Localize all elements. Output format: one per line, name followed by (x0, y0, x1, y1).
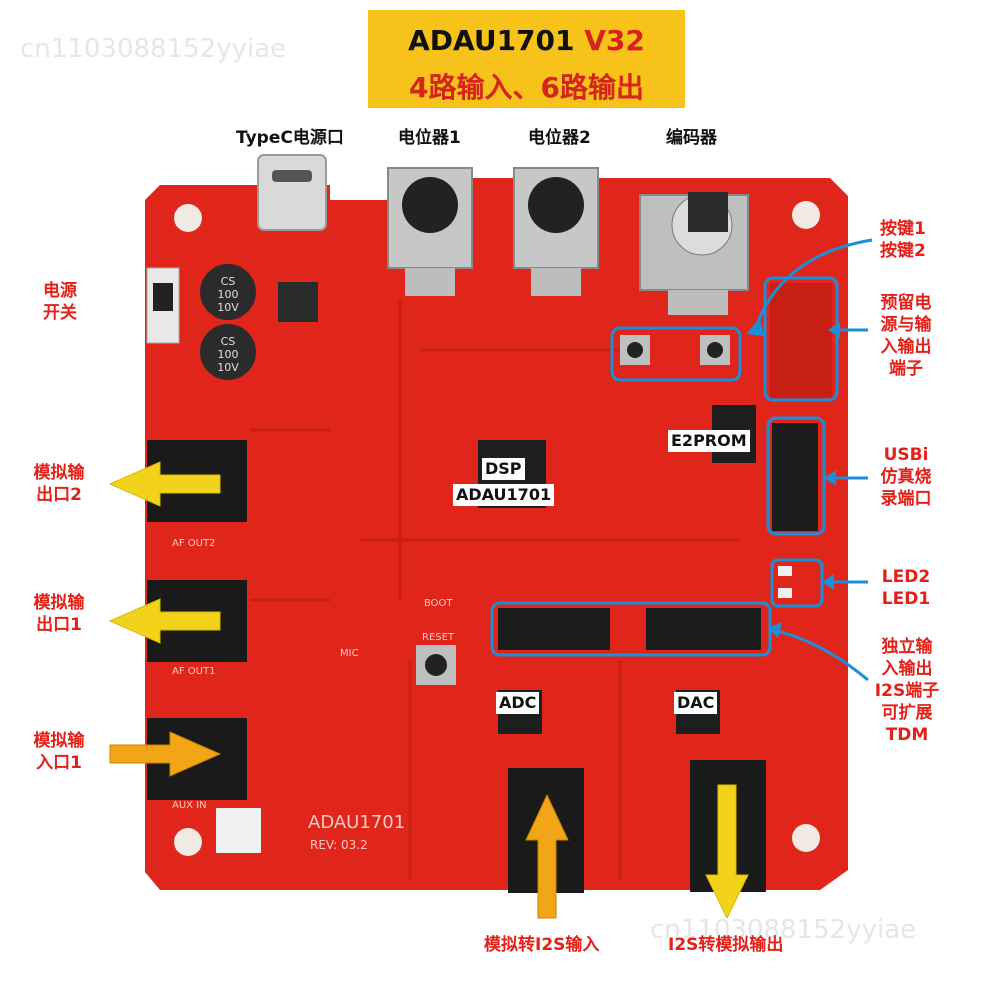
capacitor-2 (200, 324, 256, 380)
capacitor-1 (200, 264, 256, 320)
label-analog-in1-line-2: 入口1 (36, 753, 82, 773)
label-i2s-line-5: TDM (885, 725, 929, 745)
title-line-1: ADAU1701 V32 (368, 24, 685, 57)
highlight-leds (770, 558, 824, 608)
label-power-switch-line-2: 开关 (43, 303, 77, 323)
i2s-adc-header (498, 608, 610, 650)
watermark-top-left: cn1103088152yyiae (20, 34, 287, 64)
label-reserved-power-line-3: 入输出 (880, 337, 932, 357)
leader-buttons (753, 238, 873, 331)
mount-hole-br (792, 824, 820, 852)
led-2 (778, 566, 792, 576)
label-analog-out1: 模拟输 出口1 (24, 592, 94, 636)
label-reserved-power-line-4: 端子 (889, 359, 923, 379)
label-analog-out2-line-1: 模拟输 (33, 463, 85, 483)
silk-boot: BOOT (424, 598, 453, 609)
svg-text:10V: 10V (217, 361, 239, 374)
label-buttons-line-1: 按键1 (880, 219, 926, 239)
label-usbi: USBi 仿真烧 录端口 (870, 444, 942, 510)
highlight-usbi (766, 416, 826, 536)
label-reserved-power: 预留电 源与输 入输出 端子 (870, 292, 942, 380)
label-analog-in1: 模拟输 入口1 (24, 730, 94, 774)
label-leds: LED2 LED1 (870, 566, 942, 610)
label-buttons: 按键1 按键2 (880, 218, 926, 262)
label-i2s-line-1: 独立输 (881, 637, 933, 657)
leader-i2s (771, 628, 869, 682)
label-analog-out1-line-1: 模拟输 (33, 593, 85, 613)
label-i2s-line-2: 入输出 (881, 659, 933, 679)
label-analog-out2: 模拟输 出口2 (24, 462, 94, 506)
label-adau1701: ADAU1701 (453, 484, 555, 506)
qr-code (216, 808, 261, 853)
svg-text:CS: CS (221, 335, 236, 348)
label-usbi-line-2: 仿真烧 (880, 467, 932, 487)
highlight-reserved (763, 276, 839, 402)
label-analog-out2-line-2: 出口2 (36, 485, 82, 505)
label-reserved-power-line-1: 预留电 (880, 293, 932, 313)
svg-text:100: 100 (218, 348, 239, 361)
label-i2s: 独立输 入输出 I2S端子 可扩展 TDM (862, 636, 952, 746)
label-reserved-power-line-2: 源与输 (880, 315, 932, 335)
arrow-out1 (108, 598, 221, 644)
silk-aux-in: AUX IN (172, 800, 207, 811)
silk-board-name: ADAU1701 (308, 812, 406, 833)
label-pot1: 电位器1 (398, 128, 461, 148)
label-power-switch: 电源 开关 (30, 280, 90, 324)
label-buttons-line-2: 按键2 (880, 241, 926, 261)
silk-af-out1: AF OUT1 (172, 666, 216, 677)
title-subtitle: 4路输入、6路输出 (409, 71, 644, 104)
label-e2prom: E2PROM (668, 430, 750, 452)
title-chip: ADAU1701 (408, 24, 575, 57)
arrow-adc-in (525, 793, 569, 919)
label-usbi-line-3: 录端口 (880, 489, 932, 509)
silk-mic: MIC (340, 648, 359, 659)
label-analog-in1-line-1: 模拟输 (33, 731, 85, 751)
arrow-out2 (108, 461, 221, 507)
arrow-in1 (109, 731, 222, 777)
svg-text:10V: 10V (217, 301, 239, 314)
label-encoder: 编码器 (666, 128, 717, 148)
label-adc: ADC (496, 692, 540, 714)
label-power-switch-line-1: 电源 (43, 281, 77, 301)
label-pot2: 电位器2 (528, 128, 591, 148)
typec-connector (257, 154, 327, 231)
title-banner: ADAU1701 V32 4路输入、6路输出 (368, 10, 685, 108)
label-i2s-line-4: 可扩展 (881, 703, 933, 723)
label-dsp: DSP (482, 458, 525, 480)
usbi-header (772, 423, 818, 531)
label-leds-line-2: LED1 (881, 589, 931, 609)
mount-hole-tr (792, 201, 820, 229)
cap1-text-1: CS (221, 275, 236, 288)
pcb-board (145, 178, 848, 890)
silk-reset: RESET (422, 632, 455, 643)
led-1 (778, 588, 792, 598)
title-version: V32 (584, 24, 645, 57)
silk-rev: REV: 03.2 (310, 838, 368, 852)
mount-hole-bl (174, 828, 202, 856)
label-dac-out: I2S转模拟输出 (668, 935, 784, 955)
label-typec: TypeC电源口 (236, 128, 344, 148)
arrow-dac-out (705, 784, 749, 920)
i2s-dac-header (646, 608, 761, 650)
label-i2s-line-3: I2S端子 (874, 681, 940, 701)
label-leds-line-1: LED2 (881, 567, 931, 587)
watermark-bottom-right: cn1103088152yyiae (650, 915, 917, 945)
reserved-power-header (770, 283, 832, 398)
highlight-buttons (610, 326, 742, 382)
label-analog-out1-line-2: 出口1 (36, 615, 82, 635)
mount-hole-tl (174, 204, 202, 232)
label-usbi-line-1: USBi (883, 445, 929, 465)
label-adc-in: 模拟转I2S输入 (484, 935, 600, 955)
silk-af-out2: AF OUT2 (172, 538, 216, 549)
svg-text:100: 100 (218, 288, 239, 301)
voltage-regulator (278, 282, 318, 322)
label-dac: DAC (674, 692, 718, 714)
